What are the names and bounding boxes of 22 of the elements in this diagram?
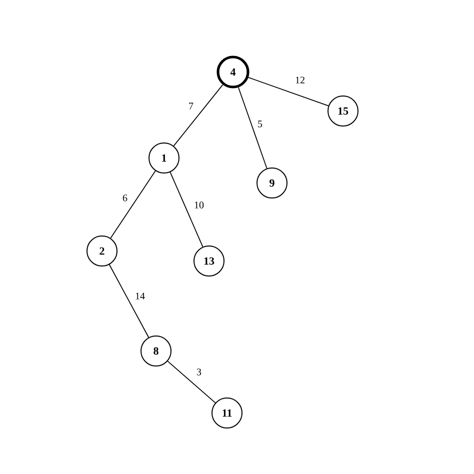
edge-label: 7 bbox=[189, 102, 194, 110]
tree-edge bbox=[173, 84, 224, 146]
tree-edge bbox=[248, 77, 329, 106]
edge-label: 6 bbox=[122, 194, 128, 202]
tree-node: 13 bbox=[194, 246, 224, 276]
tree-node: 9 bbox=[256, 168, 288, 198]
tree-node: 15 bbox=[328, 96, 358, 126]
tree-node: 11 bbox=[212, 398, 242, 428]
tree-edge bbox=[167, 360, 216, 404]
edge-label: 14 bbox=[136, 292, 145, 300]
tree-node: 8 bbox=[140, 336, 172, 366]
edge-label: 12 bbox=[296, 76, 304, 84]
tree-node: 1 bbox=[148, 142, 180, 174]
tree-node: 2 bbox=[86, 236, 118, 266]
edge-label: 3 bbox=[197, 368, 202, 376]
tree-edge bbox=[238, 86, 268, 169]
edge-label: 5 bbox=[258, 120, 262, 128]
tree-edge bbox=[110, 170, 156, 239]
tree-node: 4 bbox=[216, 56, 250, 88]
edge-label: 10 bbox=[194, 202, 204, 208]
tree-edge bbox=[170, 172, 204, 248]
tree-edge bbox=[108, 264, 150, 338]
